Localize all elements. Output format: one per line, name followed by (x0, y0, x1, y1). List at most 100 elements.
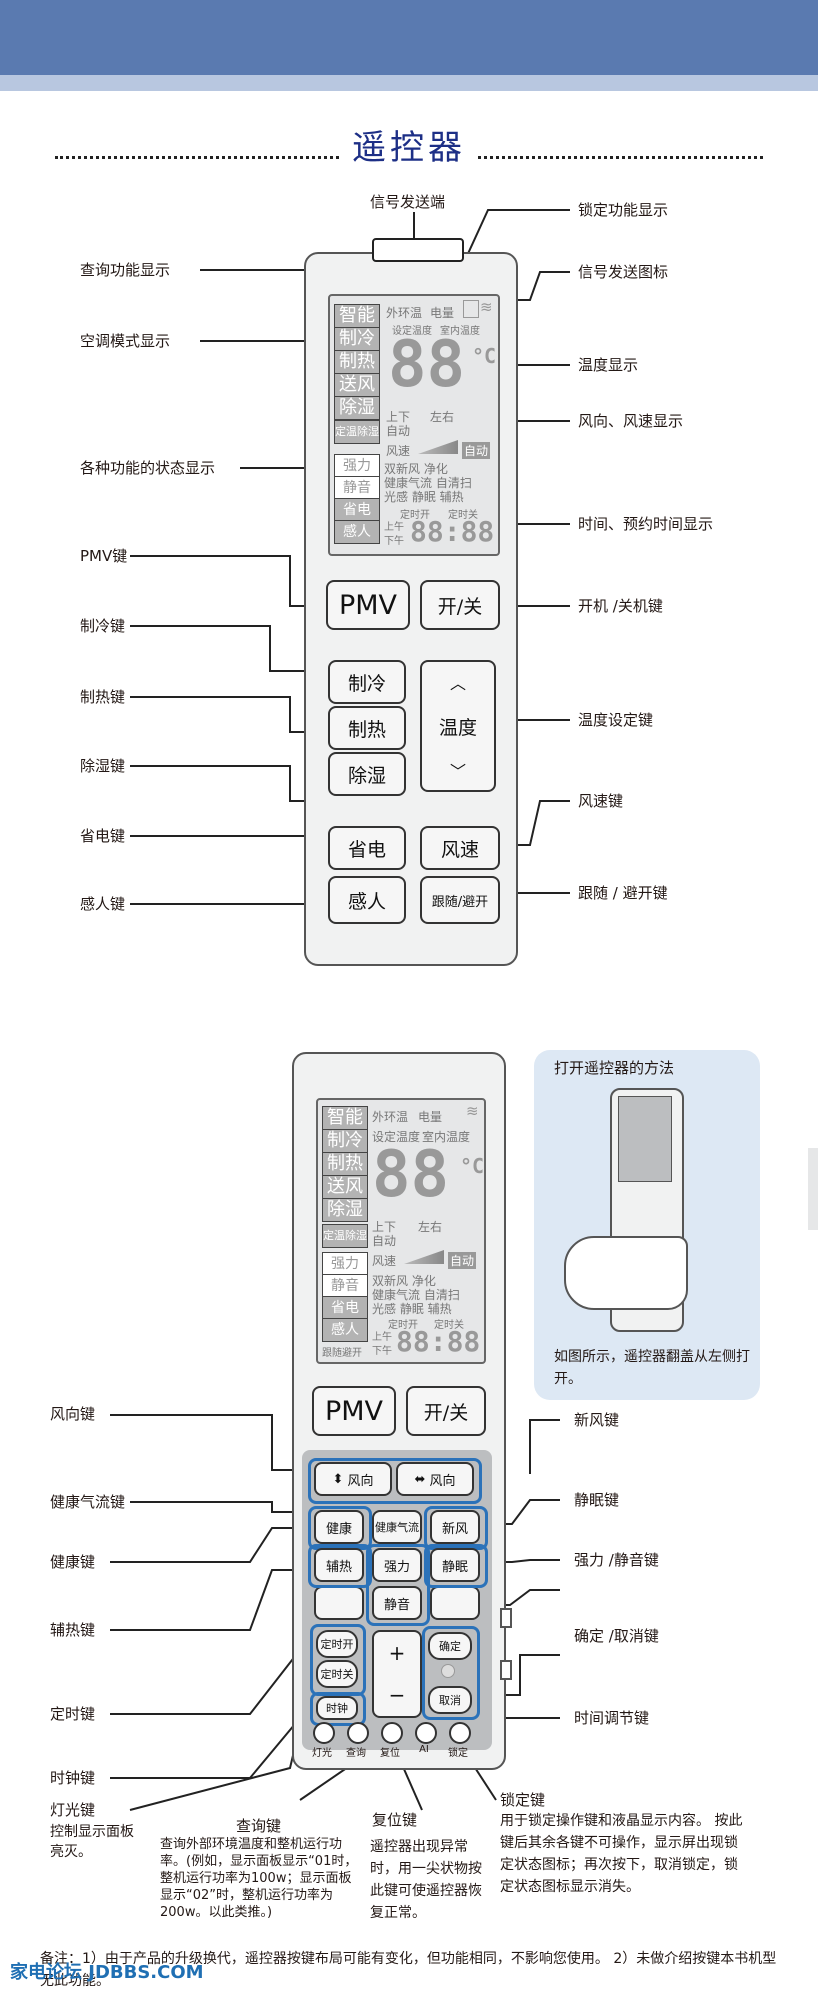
follow-button[interactable]: 跟随/避开 (420, 876, 500, 924)
lcd2-leftright: 左右 (418, 1220, 443, 1234)
save-button[interactable]: 省电 (328, 826, 406, 870)
reset-button[interactable] (381, 1722, 403, 1744)
hinge-top (500, 1608, 512, 1628)
quiet-button[interactable]: 静音 (372, 1586, 422, 1620)
heat-button[interactable]: 制热 (328, 706, 406, 750)
lcd-functions3: 光感 静眠 辅热 (384, 490, 464, 504)
lcd2-mode-smart: 智能 (322, 1106, 368, 1130)
timer-on-button[interactable]: 定时开 (316, 1630, 358, 1658)
open-method-text: 如图所示，遥控器翻盖从左侧打开。 (554, 1349, 750, 1387)
header-band (0, 0, 818, 75)
lcd-indoor-temp: 室内温度 (440, 326, 480, 337)
sense-button[interactable]: 感人 (328, 876, 406, 924)
wind-speed-bars (418, 440, 458, 454)
open-method-title: 打开遥控器的方法 (554, 1059, 675, 1077)
lcd-mode-heat: 制热 (334, 350, 380, 374)
lcd-set-temp: 设定温度 (392, 326, 432, 337)
query-key-desc: 查询外部环境温度和整机运行功率。(例如，显示面板显示“01时，整机运行功率为10… (160, 1837, 358, 1920)
lcd-temp-unit: °C (472, 344, 497, 368)
label-fresh-air-key: 新风键 (574, 1411, 620, 1429)
confirm-button[interactable]: 确定 (428, 1632, 472, 1660)
wind-updown-button[interactable]: ⬍ 风向 (314, 1462, 392, 1496)
label-strong-quiet-key: 强力 /静音键 (574, 1551, 659, 1569)
health-button[interactable]: 健康 (314, 1510, 364, 1544)
temp-button[interactable]: ︿ 温度 ﹀ (420, 660, 496, 792)
lcd-auto: 自动 (386, 424, 411, 438)
chevron-up-icon[interactable]: ︿ (449, 674, 466, 693)
ai-button-label: AI (419, 1744, 429, 1755)
strong-button[interactable]: 强力 (372, 1548, 422, 1582)
wind-leftright-button[interactable]: ⬌ 风向 (396, 1462, 474, 1496)
blank-button-right[interactable] (430, 1586, 480, 1620)
label-pmv-key: PMV键 (80, 547, 128, 565)
lcd-timer-off: 定时关 (448, 510, 478, 521)
hinge-bottom (500, 1660, 512, 1680)
label-wind-dir-key: 风向键 (50, 1405, 96, 1423)
lock-button-label: 锁定 (448, 1748, 468, 1759)
lcd2-status-strong: 强力 (322, 1252, 368, 1276)
clock-button[interactable]: 时钟 (316, 1696, 358, 1720)
temp-button-label: 温度 (438, 716, 477, 739)
label-signal-icon: 信号发送图标 (578, 263, 669, 281)
aux-heat-button[interactable]: 辅热 (314, 1548, 364, 1582)
timer-off-button[interactable]: 定时关 (316, 1660, 358, 1688)
label-follow-key: 跟随 / 避开键 (578, 884, 668, 902)
lcd2-mode-dry: 除湿 (322, 1198, 368, 1222)
lcd2-functions2: 健康气流 自清扫 (372, 1288, 460, 1302)
pmv-button[interactable]: PMV (326, 580, 410, 630)
highlight-aux (308, 1544, 372, 1588)
label-status-display: 各种功能的状态显示 (80, 459, 216, 477)
lcd-pm: 下午 (384, 536, 404, 547)
health-flow-button[interactable]: 健康气流 (372, 1510, 422, 1544)
query-button[interactable] (347, 1722, 369, 1744)
highlight-strong-quiet (366, 1544, 430, 1626)
cool-button[interactable]: 制冷 (328, 660, 406, 704)
speed-button[interactable]: 风速 (420, 826, 500, 870)
label-sleep-key: 静眠键 (574, 1491, 620, 1509)
lcd2-pm: 下午 (372, 1346, 392, 1357)
lcd-power: 电量 (430, 306, 455, 320)
lcd-temp-digits: 88 (388, 328, 466, 402)
header-band-light (0, 75, 818, 91)
label-temp-key: 温度设定键 (578, 711, 654, 729)
dehumid-button[interactable]: 除湿 (328, 752, 406, 796)
label-signal-end: 信号发送端 (370, 193, 446, 211)
lcd-mode-cool: 制冷 (334, 327, 380, 351)
power-button[interactable]: 开/关 (420, 580, 500, 630)
fresh-air-button[interactable]: 新风 (430, 1510, 480, 1544)
blank-button-left[interactable] (314, 1586, 364, 1620)
mini-remote-screen (618, 1096, 672, 1182)
label-ac-mode-display: 空调模式显示 (80, 332, 171, 350)
pmv-button-2[interactable]: PMV (312, 1386, 396, 1436)
lcd-speed-auto: 自动 (462, 442, 491, 459)
plus-icon[interactable]: + (388, 1641, 406, 1665)
sleep-button[interactable]: 静眠 (430, 1548, 480, 1582)
title-row: 遥控器 (55, 120, 763, 170)
time-adjust-button[interactable]: + − (372, 1630, 422, 1718)
lock-button[interactable] (449, 1722, 471, 1744)
light-button[interactable] (313, 1722, 335, 1744)
label-reset-key: 复位键 (372, 1811, 418, 1829)
lcd2-mode-fan: 送风 (322, 1175, 368, 1199)
power-button-2[interactable]: 开/关 (406, 1386, 486, 1436)
lcd-screen-bottom: 智能 制冷 制热 送风 除湿 定温除湿 强力 静音 省电 感人 跟随避开 外环温… (316, 1098, 486, 1364)
lock-key-desc: 用于锁定操作键和液晶显示内容。 按此键后其余各键不可操作，显示屏出现锁定状态图标… (500, 1813, 743, 1895)
open-method-panel: 打开遥控器的方法 如图所示，遥控器翻盖从左侧打开。 (534, 1050, 760, 1400)
lcd2-mode-cool: 制冷 (322, 1129, 368, 1153)
label-confirm-cancel-key: 确定 /取消键 (574, 1627, 659, 1645)
label-speed-key: 风速键 (578, 792, 624, 810)
lcd2-warm-dehumid: 定温除湿 (322, 1224, 368, 1248)
ai-button[interactable] (415, 1722, 437, 1744)
chevron-down-icon[interactable]: ﹀ (449, 762, 466, 781)
signal-emitter (372, 238, 464, 262)
label-time-display: 时间、预约时间显示 (578, 515, 714, 533)
lcd-wind-speed: 风速 (386, 444, 411, 458)
lcd-functions2: 健康气流 自清扫 (384, 476, 472, 490)
label-query-display: 查询功能显示 (80, 261, 171, 279)
highlight-sleep (424, 1544, 488, 1588)
minus-icon[interactable]: − (388, 1683, 406, 1707)
label-save-key: 省电键 (80, 827, 126, 845)
cancel-button[interactable]: 取消 (428, 1686, 472, 1714)
label-wind-display: 风向、风速显示 (578, 412, 684, 430)
lcd-leftright: 左右 (430, 410, 455, 424)
